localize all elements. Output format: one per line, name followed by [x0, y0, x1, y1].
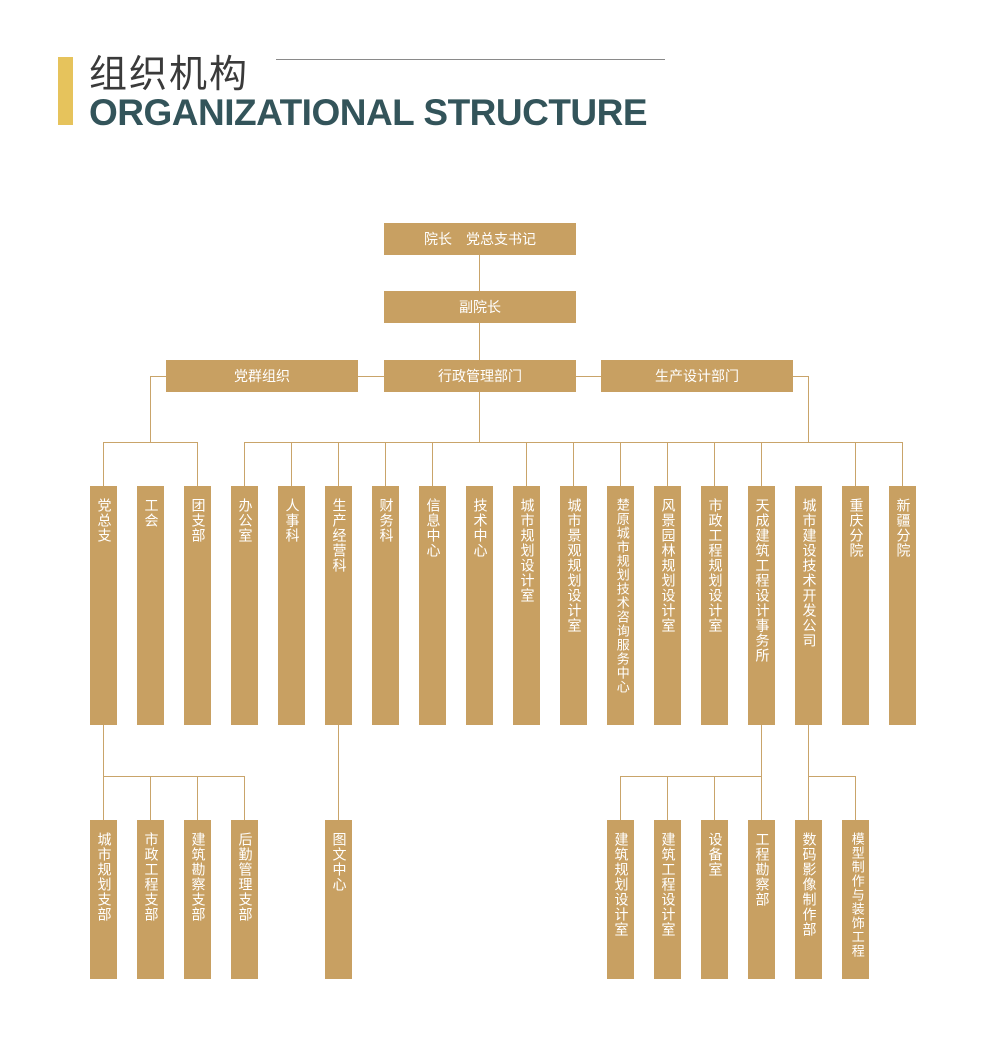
org-node-admin-unit: 办公室 — [231, 486, 258, 725]
connector-line — [714, 442, 715, 486]
connector-line — [479, 254, 480, 442]
connector-line — [808, 725, 809, 820]
connector-line — [103, 442, 104, 486]
connector-line — [573, 442, 574, 486]
connector-line — [244, 442, 480, 443]
connector-line — [855, 442, 856, 486]
org-node-admin-unit: 生产经营科 — [325, 486, 352, 725]
org-node-party-branch: 后勤管理支部 — [231, 820, 258, 979]
org-node-admin-unit: 人事科 — [278, 486, 305, 725]
connector-line — [855, 776, 856, 820]
org-node-production-unit: 市政工程规划设计室 — [701, 486, 728, 725]
org-node-admin-unit: 技术中心 — [466, 486, 493, 725]
connector-line — [338, 725, 339, 820]
org-node-production-unit: 重庆分院 — [842, 486, 869, 725]
org-node-admin-unit: 财务科 — [372, 486, 399, 725]
org-node-tiancheng-sub: 工程勘察部 — [748, 820, 775, 979]
org-node-tiancheng-sub: 建筑规划设计室 — [607, 820, 634, 979]
org-node-vice-president: 副院长 — [384, 291, 576, 323]
connector-line — [667, 442, 668, 486]
connector-line — [197, 442, 198, 486]
connector-line — [385, 442, 386, 486]
org-node-party-unit: 团支部 — [184, 486, 211, 725]
page-title: 组织机构 — [89, 52, 250, 96]
org-node-production-unit: 城市建设技术开发公司 — [795, 486, 822, 725]
connector-line — [620, 442, 621, 486]
org-node-production-unit: 楚原城市规划技术咨询服务中心 — [607, 486, 634, 725]
org-node-party-unit: 工会 — [137, 486, 164, 725]
connector-line — [526, 442, 527, 486]
org-node-production-unit: 城市景观规划设计室 — [560, 486, 587, 725]
org-node-production-unit: 新疆分院 — [889, 486, 916, 725]
org-node-tiancheng-sub: 建筑工程设计室 — [654, 820, 681, 979]
connector-line — [432, 442, 433, 486]
org-node-president: 院长 党总支书记 — [384, 223, 576, 255]
connector-line — [150, 776, 151, 820]
connector-line — [150, 376, 151, 442]
connector-line — [338, 442, 339, 486]
connector-line — [667, 776, 668, 820]
connector-line — [761, 442, 762, 486]
connector-line — [197, 776, 198, 820]
connector-line — [714, 776, 715, 820]
connector-line — [620, 776, 762, 777]
connector-line — [291, 442, 292, 486]
org-node-production-dept: 生产设计部门 — [601, 360, 793, 392]
org-node-party-groups: 党群组织 — [166, 360, 358, 392]
connector-line — [808, 376, 809, 442]
connector-line — [808, 776, 856, 777]
org-node-production-unit: 风景园林规划设计室 — [654, 486, 681, 725]
connector-line — [244, 776, 245, 820]
connector-line — [761, 725, 762, 820]
connector-line — [103, 725, 104, 820]
connector-line — [575, 376, 602, 377]
org-node-party-branch: 市政工程支部 — [137, 820, 164, 979]
org-node-devco-sub: 数码影像制作部 — [795, 820, 822, 979]
org-node-tiancheng-sub: 设备室 — [701, 820, 728, 979]
org-node-devco-sub: 模型制作与装饰工程 — [842, 820, 869, 979]
org-node-admin-dept: 行政管理部门 — [384, 360, 576, 392]
connector-line — [479, 442, 527, 443]
org-node-party-branch: 建筑勘察支部 — [184, 820, 211, 979]
org-node-production-unit: 天成建筑工程设计事务所 — [748, 486, 775, 725]
connector-line — [244, 442, 245, 486]
org-node-admin-unit: 信息中心 — [419, 486, 446, 725]
org-node-party-unit: 党总支 — [90, 486, 117, 725]
page-subtitle: ORGANIZATIONAL STRUCTURE — [89, 92, 648, 133]
org-node-party-branch: 城市规划支部 — [90, 820, 117, 979]
connector-line — [103, 776, 245, 777]
org-node-graphics-center: 图文中心 — [325, 820, 352, 979]
title-accent-bar — [58, 57, 73, 125]
connector-line — [792, 376, 808, 377]
connector-line — [620, 776, 621, 820]
connector-line — [103, 442, 198, 443]
connector-line — [150, 376, 166, 377]
connector-line — [902, 442, 903, 486]
connector-line — [357, 376, 384, 377]
org-node-production-unit: 城市规划设计室 — [513, 486, 540, 725]
title-divider — [276, 59, 665, 60]
